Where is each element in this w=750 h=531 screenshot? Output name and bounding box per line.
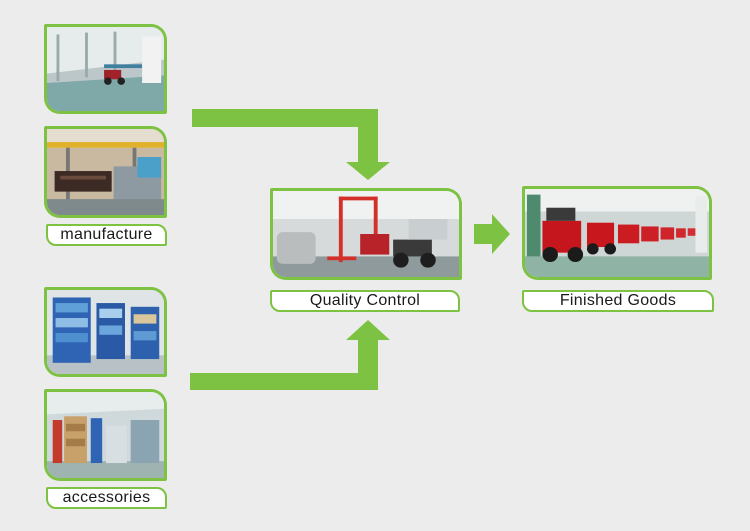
accessories-photo-shelves: [44, 287, 167, 377]
manufacture-label: manufacture: [46, 224, 167, 246]
accessories-photo-warehouse: [44, 389, 167, 481]
quality-control-label: Quality Control: [270, 290, 460, 312]
finished-goods-label: Finished Goods: [522, 290, 714, 312]
arrow-accessories-to-qc: [190, 320, 390, 390]
arrow-qc-to-finished: [474, 214, 510, 254]
quality-control-photo: [270, 188, 462, 280]
manufacture-photo-frame-line: [44, 126, 167, 218]
arrow-manufacture-to-qc: [192, 109, 390, 180]
accessories-label: accessories: [46, 487, 167, 509]
manufacture-photo-assembly-hall: [44, 24, 167, 114]
finished-goods-photo: [522, 186, 712, 280]
